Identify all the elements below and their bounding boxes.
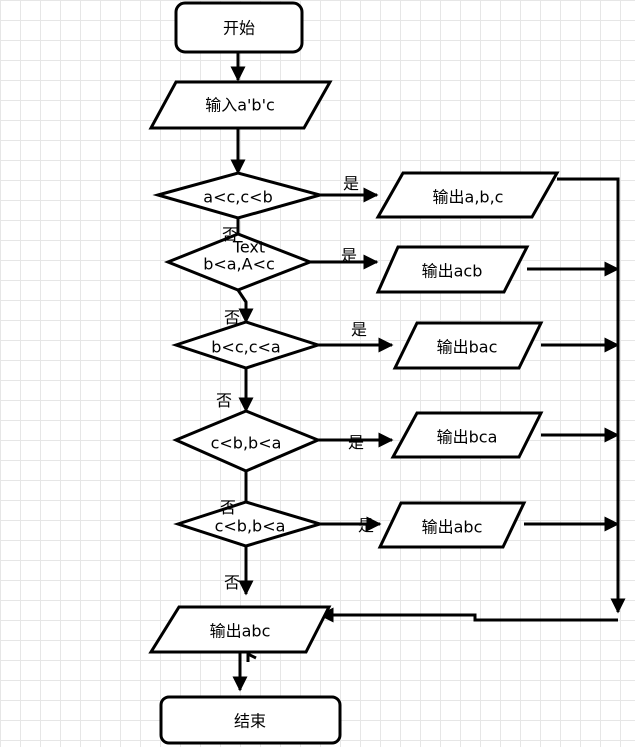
edge-o1-merge (557, 177, 626, 614)
output-6: 输出abc (148, 605, 332, 654)
node-end: 结束 (159, 695, 342, 745)
output-2-label: 输出acb (422, 262, 483, 281)
decision-2-label: b<a,A<c (203, 255, 275, 274)
no-label-1: 否 (222, 225, 238, 244)
node-input: 输入a'b'c (148, 80, 333, 130)
output-5-label: 输出abc (422, 518, 483, 537)
no-label-2: 否 (224, 308, 240, 327)
decision-4: c<b,b<a (172, 409, 322, 473)
decision-2: Text b<a,A<c (163, 232, 315, 292)
decision-4-label: c<b,b<a (211, 434, 282, 453)
edges (230, 52, 626, 692)
edge-merge-o6 (318, 607, 618, 623)
node-start: 开始 (174, 1, 304, 54)
no-label-5: 否 (224, 573, 240, 592)
output-1: 输出a,b,c (375, 171, 560, 219)
output-4-label: 输出bca (437, 428, 498, 447)
output-5: 输出abc (377, 501, 527, 549)
decision-1: a<c,c<b (152, 171, 326, 220)
node-end-label: 结束 (234, 712, 266, 731)
yes-label-4: 是 (348, 433, 364, 452)
edge-d2-d3 (236, 289, 254, 324)
decision-3: b<c,c<a (171, 320, 323, 370)
yes-label-5: 是 (358, 516, 374, 535)
yes-label-1: 是 (343, 174, 359, 193)
output-4: 输出bca (390, 411, 544, 459)
decision-5: c<b,b<a (173, 500, 326, 548)
no-label-3: 否 (216, 391, 232, 410)
node-start-label: 开始 (223, 19, 255, 38)
no-label-4: 否 (220, 498, 236, 517)
output-6-label: 输出abc (210, 622, 271, 641)
edge-o6-stub (246, 651, 257, 662)
output-1-label: 输出a,b,c (433, 188, 504, 207)
decision-5-label: c<b,b<a (215, 517, 286, 536)
edge-labels: 是 是 是 是 是 否 否 否 否 否 (216, 174, 374, 592)
yes-label-3: 是 (351, 320, 367, 339)
output-3-label: 输出bac (437, 338, 498, 357)
decision-3-label: b<c,c<a (211, 338, 280, 357)
output-2: 输出acb (375, 245, 530, 294)
decision-1-label: a<c,c<b (203, 188, 272, 207)
decision-2-stray-label: Text (232, 238, 265, 257)
yes-label-2: 是 (341, 246, 357, 265)
output-3: 输出bac (392, 321, 544, 370)
node-input-label: 输入a'b'c (205, 96, 275, 115)
